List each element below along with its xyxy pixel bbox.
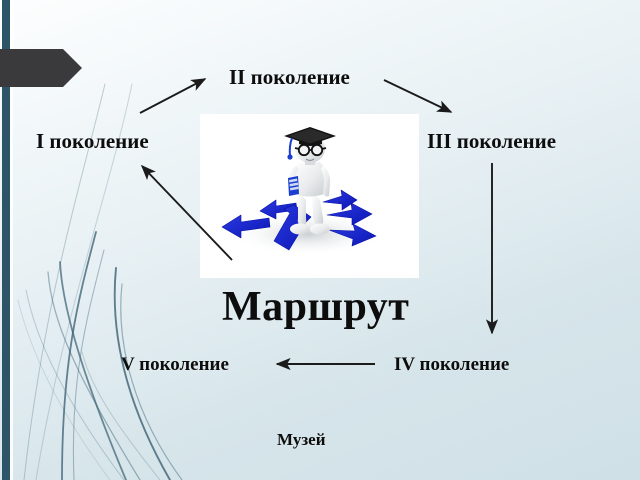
node-label-gen2[interactable]: II поколение [229, 65, 350, 89]
student-figure [284, 127, 336, 235]
left-edge-bar [2, 0, 10, 480]
node-label-gen1[interactable]: I поколение [36, 129, 149, 153]
student-with-arrows-graphic [200, 114, 419, 278]
banner-shape [0, 49, 82, 87]
left-edge-highlight [10, 0, 13, 480]
graduation-cap-icon [284, 127, 336, 160]
central-illustration[interactable] [200, 114, 419, 278]
node-label-gen4[interactable]: IV поколение [394, 354, 510, 375]
glasses-icon [294, 143, 327, 157]
node-label-gen3[interactable]: III поколение [427, 129, 557, 153]
node-label-gen5[interactable]: V поколение [121, 354, 229, 375]
connector-gen2-gen3 [383, 79, 453, 113]
page-title: Маршрут [222, 284, 410, 330]
book-icon [288, 176, 299, 196]
connector-gen1-gen2 [139, 78, 207, 114]
museum-label[interactable]: Музей [277, 430, 326, 449]
